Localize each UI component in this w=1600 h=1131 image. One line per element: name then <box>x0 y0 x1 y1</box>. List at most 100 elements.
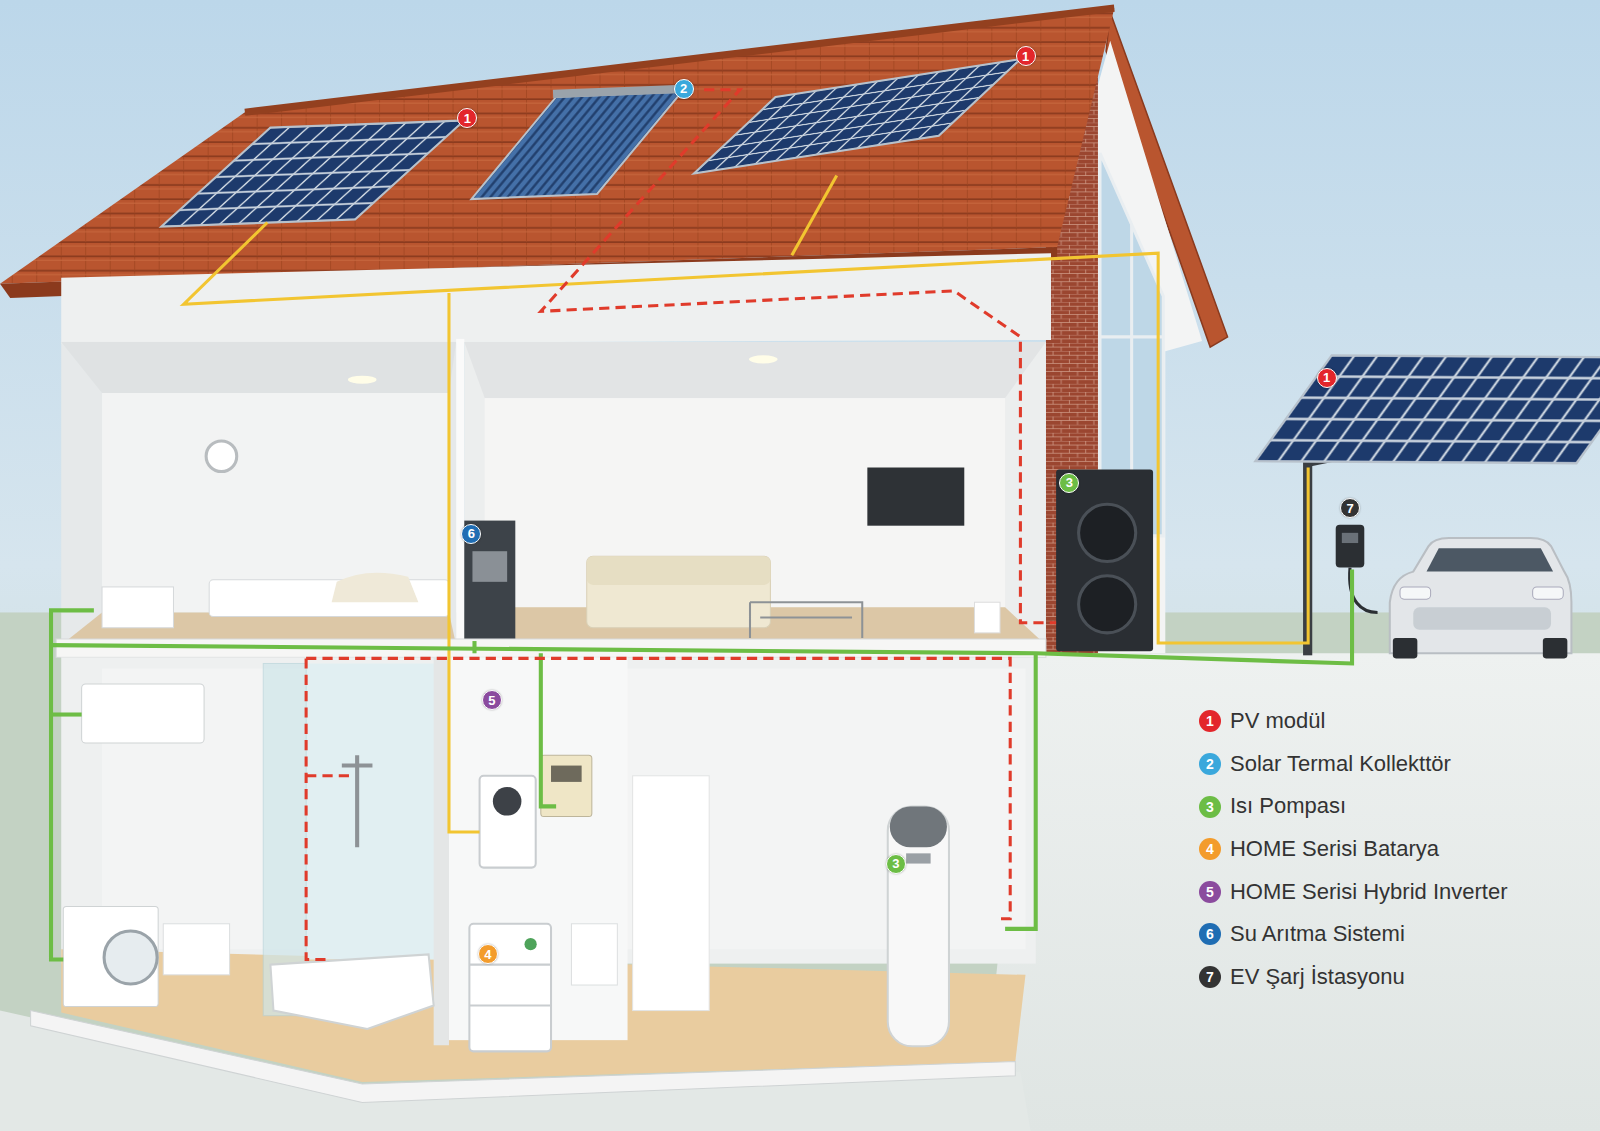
power-wires-part <box>51 570 1352 664</box>
callout-number: 1 <box>464 112 471 125</box>
inverter-part <box>551 766 582 782</box>
legend-text: Isı Pompası <box>1230 794 1346 818</box>
inverter-part <box>480 776 536 868</box>
legend-text: HOME Serisi Batarya <box>1230 837 1439 861</box>
callout-number: 2 <box>680 82 687 95</box>
upper-floor-part <box>749 355 778 363</box>
pv-panels-part-part <box>161 120 464 226</box>
upper-floor-part <box>485 398 1005 607</box>
callout-number: 3 <box>1066 476 1073 489</box>
legend-swatch: 7 <box>1199 966 1221 988</box>
legend-text: PV modül <box>1230 709 1325 733</box>
lower-floor-part <box>306 663 444 959</box>
legend-number: 5 <box>1206 885 1214 899</box>
roof-part <box>245 8 1114 112</box>
water-heater-part <box>890 806 947 847</box>
lower-floor <box>31 639 1046 1102</box>
legend-entry: 6 Su Arıtma Sistemi <box>1199 922 1405 946</box>
inverter <box>480 755 592 867</box>
ev-charger <box>1336 525 1378 613</box>
callout-circle: 7 <box>1340 498 1360 518</box>
legend-entry: 5 HOME Serisi Hybrid Inverter <box>1199 880 1508 904</box>
legend-entry: 7 EV Şarj İstasyonu <box>1199 965 1405 989</box>
callout-number: 7 <box>1346 502 1353 515</box>
legend-number: 3 <box>1206 800 1214 814</box>
car-part <box>1393 638 1417 658</box>
legend-swatch: 6 <box>1199 923 1221 945</box>
solar-wires-part <box>184 223 1308 644</box>
upper-floor-part <box>102 587 173 628</box>
callout-circle: 5 <box>482 690 502 710</box>
car-part <box>1400 587 1431 599</box>
inverter-part <box>493 787 522 816</box>
callout-circle: 1 <box>1016 46 1036 66</box>
legend-number: 1 <box>1206 714 1214 728</box>
upper-floor-part <box>332 573 419 603</box>
thermal-collector-part <box>471 92 681 199</box>
lower-floor-part <box>342 755 373 847</box>
callout-number: 1 <box>1022 50 1029 63</box>
heat-pump-outdoor-part <box>1079 504 1136 561</box>
upper-floor-part <box>587 556 771 585</box>
battery-part <box>524 938 536 950</box>
legend-swatch: 5 <box>1199 881 1221 903</box>
callout-number: 4 <box>484 948 491 961</box>
upper-floor-part <box>61 342 456 645</box>
car <box>1390 538 1572 658</box>
lower-floor-part <box>82 684 204 743</box>
roof <box>0 8 1228 653</box>
upper-floor-part <box>464 342 1046 645</box>
solar-wires-part <box>449 293 480 832</box>
pv-panels-part <box>161 120 464 226</box>
lower-floor-part <box>571 924 617 985</box>
car-part <box>1543 638 1567 658</box>
legend-entry: 4 HOME Serisi Batarya <box>1199 837 1439 861</box>
background-part <box>980 653 1600 1131</box>
legend-text: HOME Serisi Hybrid Inverter <box>1230 880 1508 904</box>
legend-text: EV Şarj İstasyonu <box>1230 965 1405 989</box>
upper-floor-part <box>464 342 1046 398</box>
legend-swatch: 2 <box>1199 753 1221 775</box>
power-wires-part <box>541 653 556 806</box>
car-part <box>1413 607 1551 629</box>
callout-circle: 3 <box>886 854 906 874</box>
thermal-collector-part <box>553 89 684 94</box>
power-wires <box>51 570 1352 960</box>
legend-number: 6 <box>1206 927 1214 941</box>
heat-pipes-part <box>306 658 326 959</box>
ev-charger-part <box>1342 533 1358 543</box>
water-heater <box>888 806 949 1046</box>
callout-circle: 2 <box>674 79 694 99</box>
car-part <box>1427 548 1554 571</box>
battery-part <box>469 965 551 1006</box>
car-part <box>1533 587 1564 599</box>
water-heater-part <box>888 806 949 1046</box>
lower-floor-part <box>104 931 157 984</box>
upper-floor-part <box>867 468 964 526</box>
upper-floor-part <box>464 521 515 641</box>
legend-text: Su Arıtma Sistemi <box>1230 922 1405 946</box>
pv-panels-part-part <box>694 59 1021 173</box>
upper-floor-part <box>456 339 464 645</box>
carport-part-part <box>1255 355 1600 463</box>
callout-number: 1 <box>1323 371 1330 384</box>
water-heater-part <box>906 853 930 863</box>
legend-number: 7 <box>1206 970 1214 984</box>
solar-wires-part <box>792 176 837 256</box>
callout-number: 5 <box>488 694 495 707</box>
upper-floor-part <box>61 342 456 393</box>
thermal-collector <box>471 89 683 199</box>
heat-pump-outdoor <box>1056 470 1153 652</box>
legend-entry: 2Solar Termal Kollekttör <box>1199 752 1451 776</box>
battery <box>469 924 551 1052</box>
legend-number: 4 <box>1206 842 1214 856</box>
callout-number: 6 <box>468 527 475 540</box>
heat-pipes <box>306 90 1056 960</box>
legend-swatch: 4 <box>1199 838 1221 860</box>
power-wires-part <box>472 641 476 653</box>
legend-entry: 1 PV modül <box>1199 709 1325 733</box>
power-wires-part <box>51 610 94 959</box>
carport-part <box>1255 355 1600 463</box>
